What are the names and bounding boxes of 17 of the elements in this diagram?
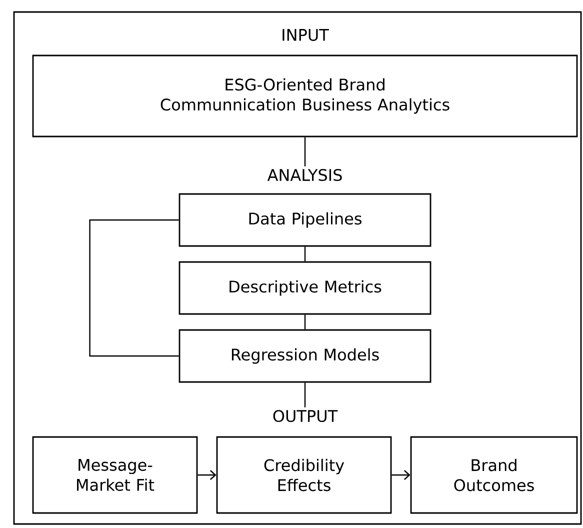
process-box: Credibility Effects [216, 436, 392, 514]
connector [304, 137, 306, 166]
connector [198, 470, 216, 480]
connector [392, 470, 410, 480]
section-heading: INPUT [282, 29, 329, 41]
process-box: Regression Models [178, 329, 432, 383]
section-heading: ANALYSIS [267, 168, 342, 182]
connector [304, 246, 306, 262]
process-box: ESG-Oriented Brand Communnication Business Analytics [32, 54, 578, 138]
connector [89, 219, 179, 357]
section-heading: OUTPUT [273, 410, 338, 422]
process-box: Data Pipelines [178, 193, 432, 247]
process-box: Descriptive Metrics [178, 261, 432, 315]
process-box: Brand Outcomes [410, 436, 578, 514]
process-box: Message-Market Fit [32, 436, 198, 514]
connector [304, 382, 306, 408]
connector [304, 314, 306, 330]
